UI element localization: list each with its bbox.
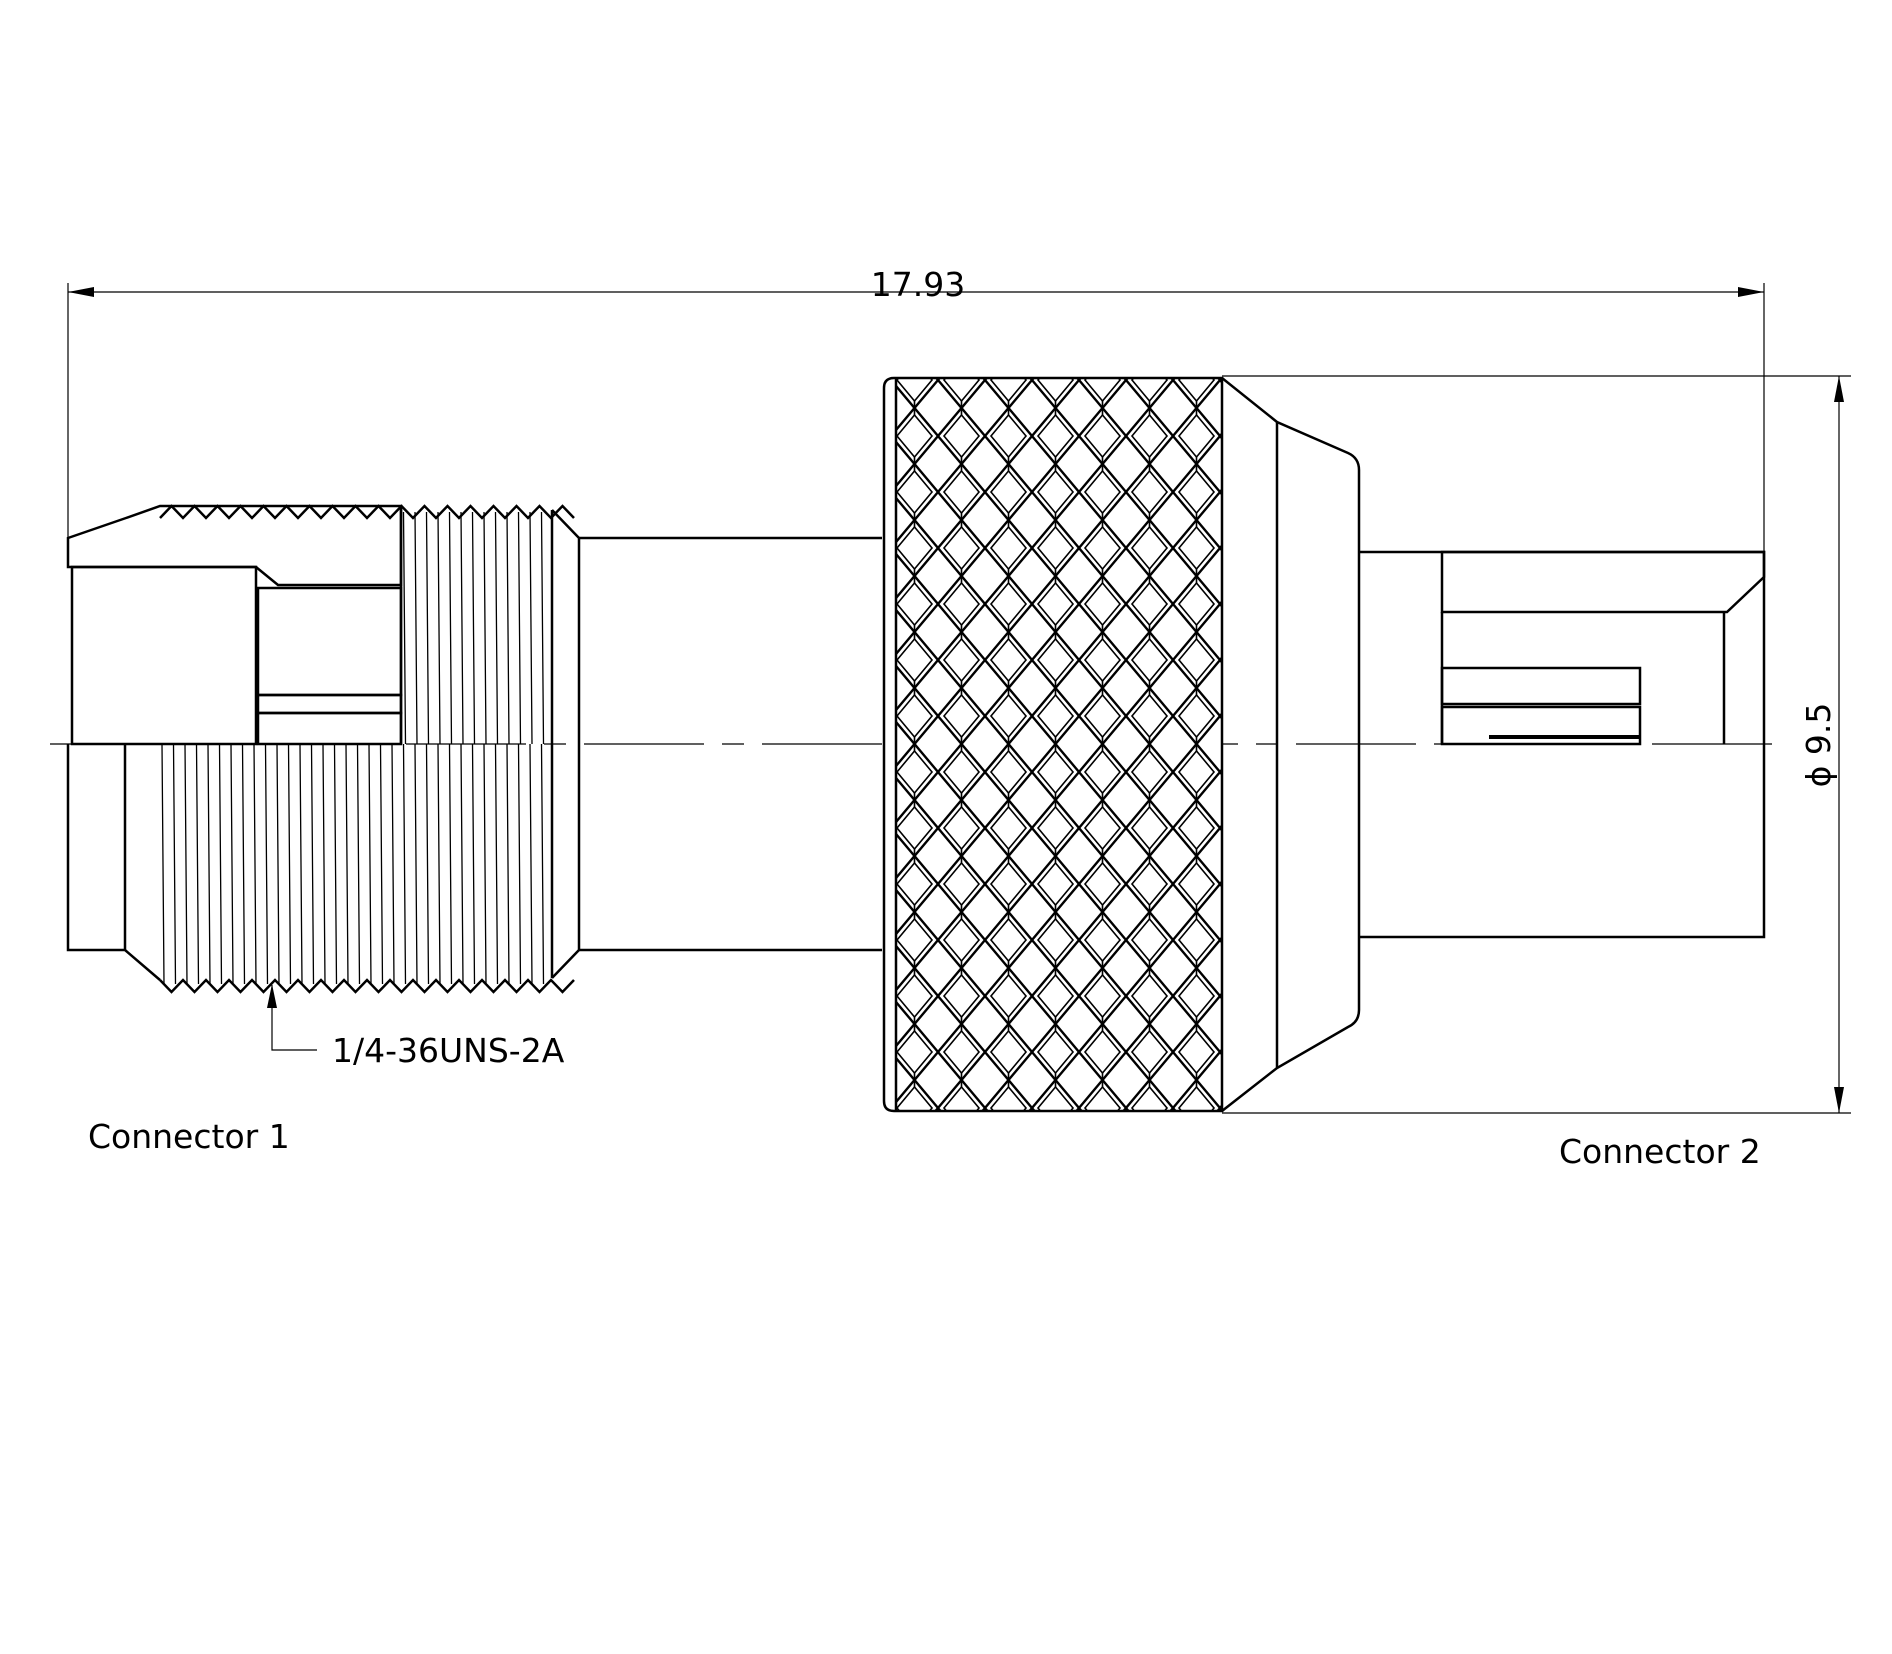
thread-line [161,511,545,985]
length-dimension: 17.93 [67,265,1765,565]
arrow-down-icon [1834,1087,1844,1113]
length-value: 17.93 [871,265,965,304]
connector-1-label: Connector 1 [88,1117,290,1156]
arrow-right-icon [1738,287,1764,297]
arrow-left-icon [68,287,94,297]
thread-line [159,978,575,994]
thread-spec: 1/4-36UNS-2A [332,1031,565,1070]
connector-1-body [66,504,882,994]
arrow-up-icon [267,984,277,1008]
thread-line [159,504,575,520]
arrow-up-icon [1834,376,1844,402]
knurled-nut [882,376,1224,1113]
thread-callout: 1/4-36UNS-2A [267,984,565,1070]
connector-2-label: Connector 2 [1559,1132,1761,1171]
connector-2-body [1221,377,1766,1112]
diameter-dimension: ϕ 9.5 [1222,375,1851,1114]
diameter-value: ϕ 9.5 [1799,703,1838,788]
